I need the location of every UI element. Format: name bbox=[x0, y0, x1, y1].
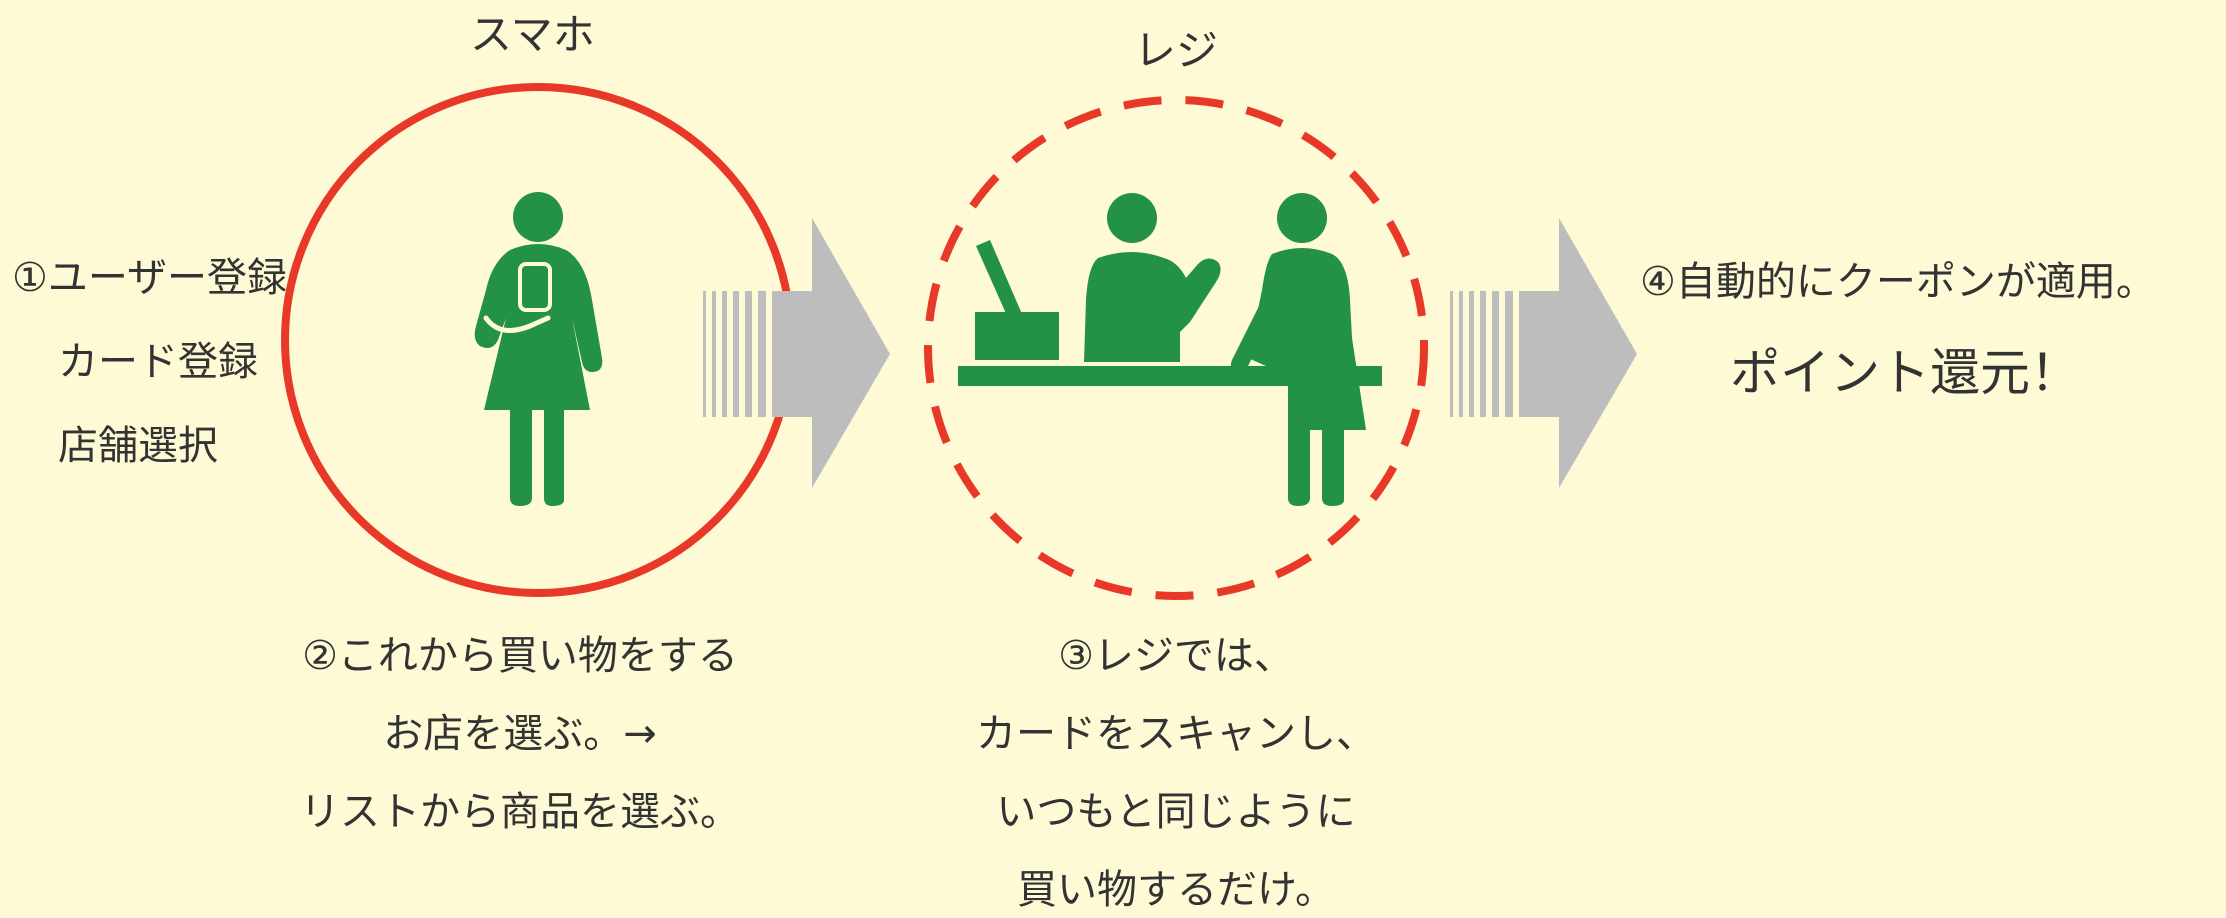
cashier-and-customer-icon bbox=[958, 193, 1382, 506]
step3-line1: ③レジでは、 bbox=[1058, 633, 1294, 679]
step3-line2: カードをスキャンし、 bbox=[976, 711, 1376, 757]
smartphone-label: スマホ bbox=[470, 10, 595, 59]
arrow-right-icon bbox=[703, 218, 890, 488]
step2-line1: ②これから買い物をする bbox=[302, 633, 738, 679]
register-label: レジ bbox=[1134, 26, 1219, 75]
step4-line1: ④自動的にクーポンが適用。 bbox=[1640, 259, 2156, 305]
step3-line4: 買い物するだけ。 bbox=[1017, 867, 1335, 913]
step1-line3: 店舗選択 bbox=[58, 423, 218, 469]
step1-line2: カード登録 bbox=[58, 339, 258, 385]
cash-register-icon bbox=[975, 240, 1059, 360]
step2-line3: リストから商品を選ぶ。 bbox=[300, 789, 740, 835]
person-with-smartphone-icon bbox=[474, 192, 603, 506]
register-step-circle bbox=[924, 96, 1428, 600]
step3-line3: いつもと同じように bbox=[996, 789, 1356, 835]
arrow-right-icon bbox=[1450, 218, 1637, 488]
step1-line1: ①ユーザー登録 bbox=[12, 255, 288, 301]
step2-line2: お店を選ぶ。→ bbox=[383, 711, 657, 757]
step4-line2: ポイント還元！ bbox=[1730, 344, 2080, 402]
